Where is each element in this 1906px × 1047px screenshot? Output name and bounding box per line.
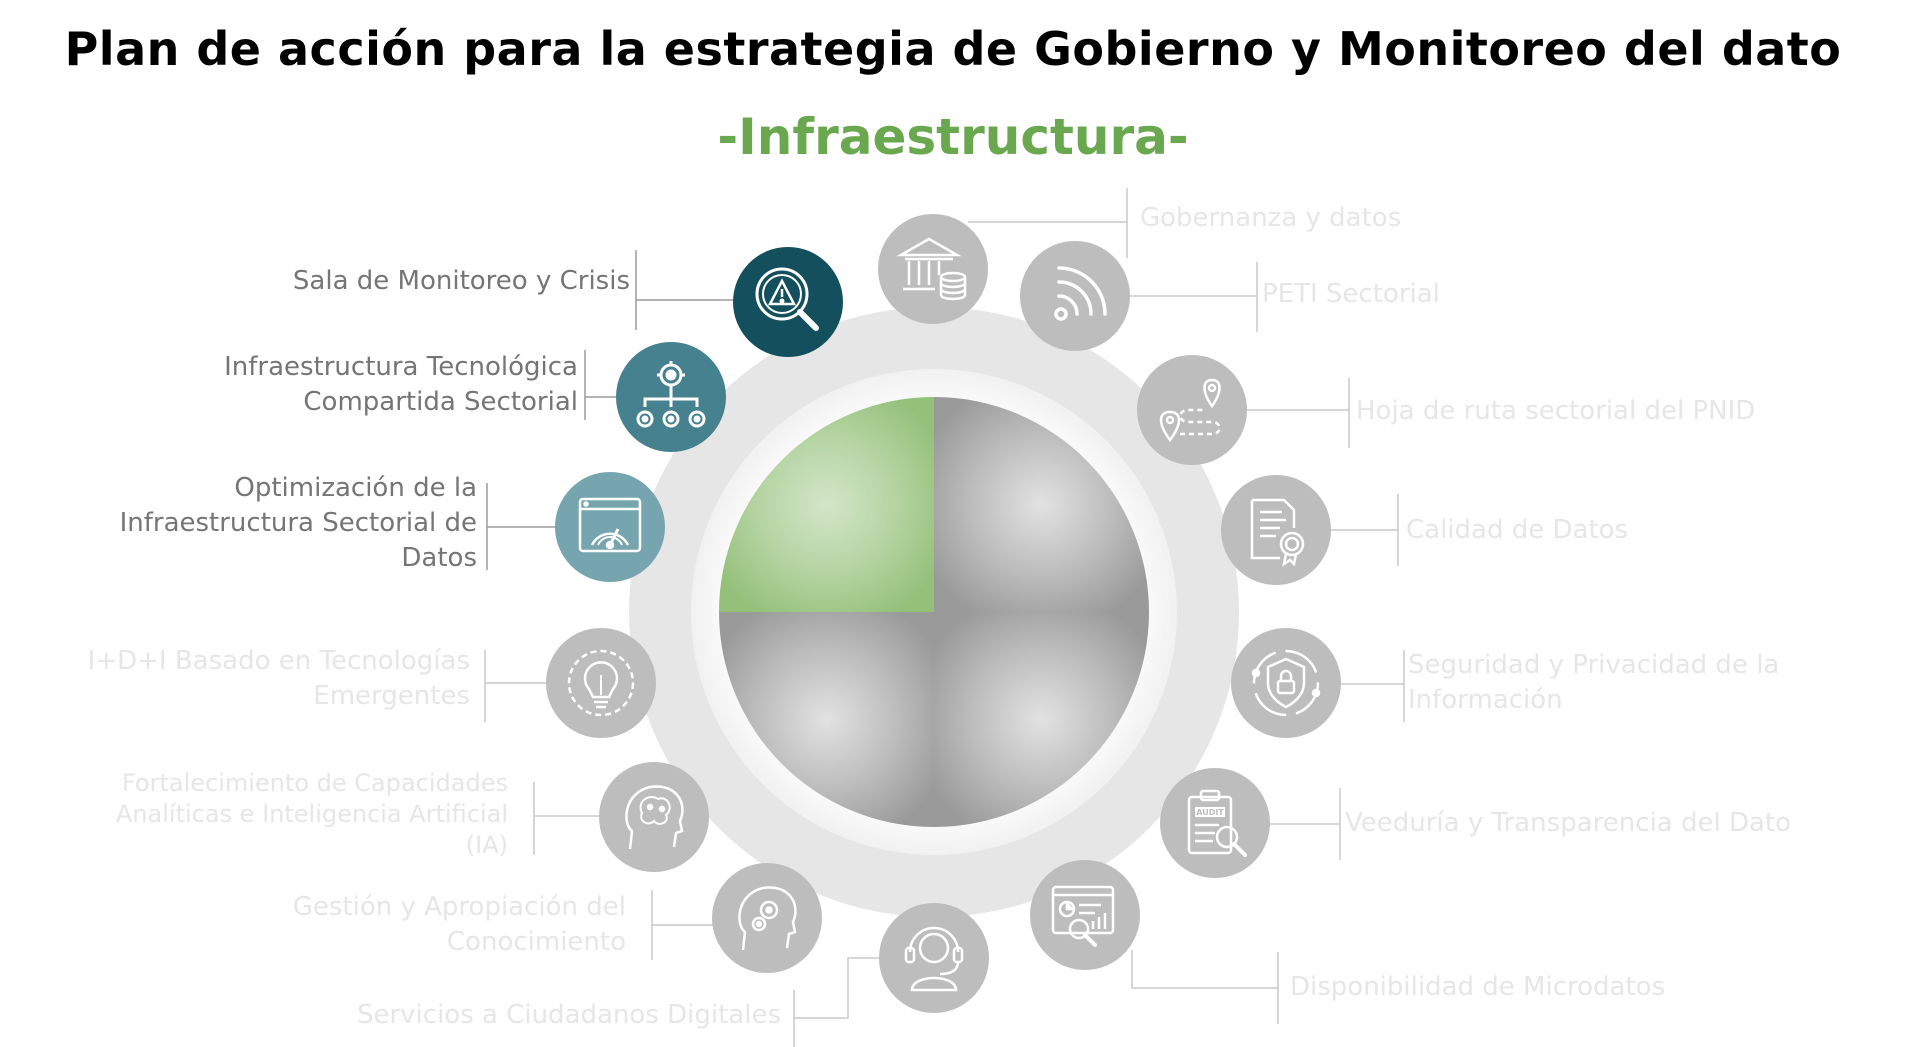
gear-network-icon [636, 361, 706, 428]
page-subtitle: -Infraestructura- [717, 108, 1189, 166]
calidad-node[interactable] [1221, 475, 1331, 585]
route-map-icon [1159, 378, 1221, 443]
bank-database-icon [896, 237, 967, 301]
audit-clipboard-icon: AUDIT [1187, 789, 1247, 857]
page-title: Plan de acción para la estrategia de Gob… [64, 22, 1842, 76]
shield-lock-icon [1251, 649, 1321, 717]
hoja-ruta-node[interactable] [1137, 355, 1247, 465]
quadrant-bottom-right [934, 612, 1149, 827]
label-gobernanza: Gobernanza y datos [1140, 203, 1402, 233]
gobernanza-node[interactable] [878, 214, 988, 324]
quadrant-top-left-infraestructura [719, 397, 934, 612]
label-veeduria: Veeduría y Transparencia del Dato [1345, 808, 1791, 838]
gestion-node[interactable] [712, 863, 822, 973]
label-infraestructura-compartida: Infraestructura Tecnológica Compartida S… [224, 352, 578, 417]
optimizacion-node[interactable] [555, 472, 665, 582]
brain-head-icon [625, 785, 684, 850]
label-servicios: Servicios a Ciudadanos Digitales [356, 1000, 781, 1030]
label-seguridad: Seguridad y Privacidad de la Información [1408, 650, 1780, 715]
label-gestion: Gestión y Apropiación del Conocimiento [292, 892, 626, 957]
center-quadrants [719, 397, 1149, 827]
report-analysis-icon [1051, 885, 1115, 947]
seguridad-node[interactable] [1231, 628, 1341, 738]
idi-node[interactable] [546, 628, 656, 738]
certificate-icon [1250, 498, 1305, 567]
bulb-gear-icon [567, 649, 635, 717]
label-hoja-ruta: Hoja de ruta sectorial del PNID [1356, 396, 1756, 426]
connector-lines [484, 188, 1405, 1047]
headset-icon [904, 926, 964, 992]
label-peti: PETI Sectorial [1262, 279, 1440, 309]
label-idi: I+D+I Basado en Tecnologías Emergentes [87, 646, 470, 711]
peti-node[interactable] [1020, 241, 1130, 351]
signal-icon [1054, 266, 1107, 321]
quadrant-bottom-left [719, 612, 934, 827]
label-disponibilidad: Disponibilidad de Microdatos [1290, 972, 1666, 1002]
speedometer-icon [578, 497, 642, 553]
label-calidad: Calidad de Datos [1406, 515, 1629, 545]
disponibilidad-node[interactable] [1030, 860, 1140, 970]
head-gears-icon [738, 886, 797, 951]
infraestructura-compartida-node[interactable] [616, 342, 726, 452]
sala-monitoreo-node[interactable] [733, 247, 843, 357]
label-fortalecimiento: Fortalecimiento de Capacidades Analítica… [115, 769, 508, 859]
fortalecimiento-node[interactable] [599, 762, 709, 872]
veeduria-node[interactable]: AUDIT [1160, 768, 1270, 878]
alert-search-icon [755, 267, 819, 331]
audit-tag: AUDIT [1196, 808, 1224, 817]
label-sala-monitoreo: Sala de Monitoreo y Crisis [292, 266, 630, 296]
servicios-node[interactable] [879, 903, 989, 1013]
quadrant-top-right [934, 397, 1149, 612]
label-optimizacion: Optimización de la Infraestructura Secto… [119, 473, 477, 573]
